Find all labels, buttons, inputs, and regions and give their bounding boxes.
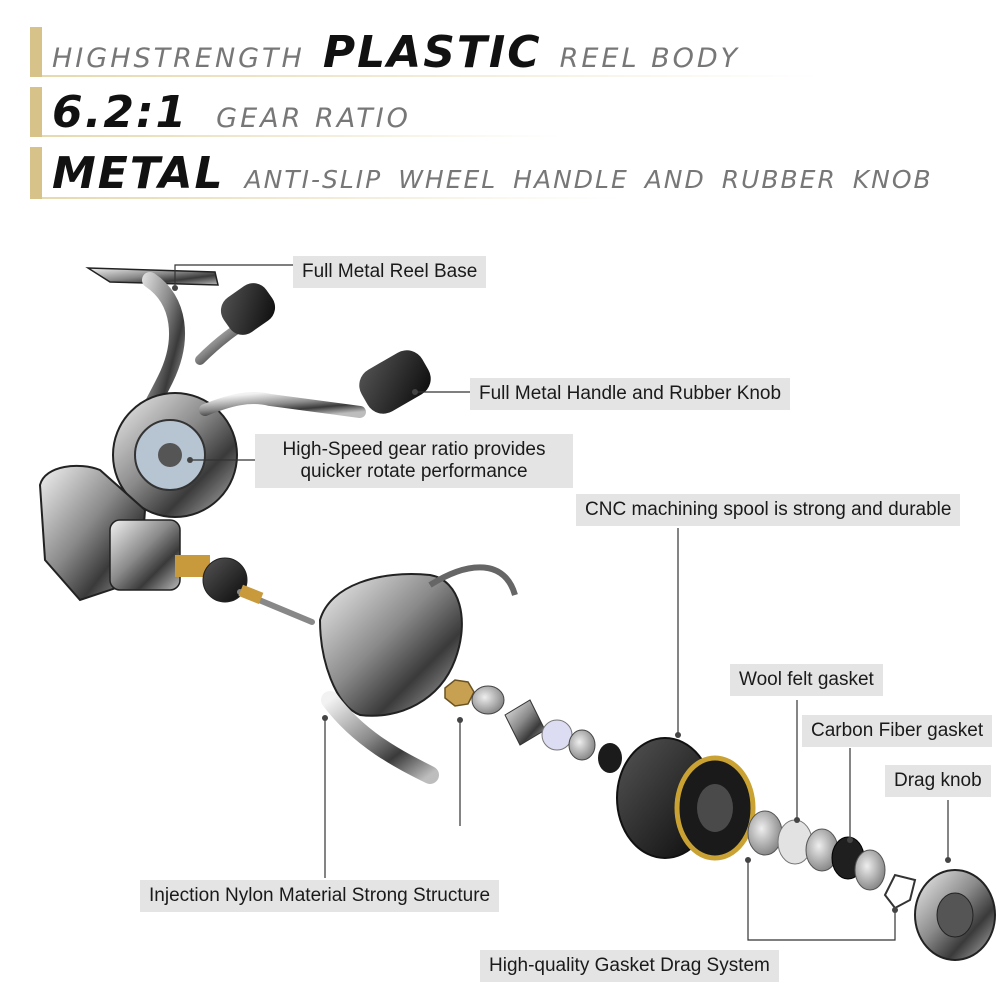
rubber-ring-shape (598, 743, 622, 773)
header-text: GEAR RATIO (216, 102, 411, 134)
rotor-shaft-illustration (38, 464, 315, 625)
gold-underline (42, 197, 622, 199)
spool-hole-shape (697, 784, 733, 832)
brass-collar-shape (238, 584, 264, 605)
clip-shape (504, 699, 546, 746)
drag-washers-illustration (747, 810, 917, 910)
gold-underline (42, 135, 562, 137)
label-drag-system: High-quality Gasket Drag System (480, 950, 779, 982)
gold-accent-bar (30, 147, 42, 199)
label-nylon-structure: Injection Nylon Material Strong Structur… (140, 880, 500, 912)
header-emphasis: PLASTIC (322, 26, 542, 78)
bearing-shape (202, 557, 248, 603)
brass-bushing-shape (175, 555, 210, 577)
spring-clip-shape (883, 873, 917, 910)
label-wool-gasket: Wool felt gasket (730, 664, 883, 696)
leader-lines (174, 264, 949, 941)
leader-dots (172, 285, 951, 913)
label-gear-ratio: High-Speed gear ratio provides quicker r… (255, 434, 573, 488)
header-emphasis: METAL (52, 147, 225, 199)
header-text: ANTI-SLIP WHEEL HANDLE AND RUBBER KNOB (244, 164, 933, 194)
leader-drag-system (747, 860, 896, 941)
header-text: HIGHSTRENGTH (52, 42, 305, 74)
header-line-plastic-body: HIGHSTRENGTH PLASTIC REEL BODY (30, 26, 822, 78)
hex-nut-shape (444, 679, 475, 707)
label-gear-line2: quicker rotate performance (300, 461, 528, 482)
gold-accent-bar (30, 27, 42, 77)
drag-knob-center-shape (936, 892, 974, 938)
bail-wire-shape (428, 564, 518, 596)
handle-arm-shape (199, 392, 366, 418)
metal-washer-shape (854, 849, 886, 891)
label-handle-knob: Full Metal Handle and Rubber Knob (470, 378, 791, 410)
pinion-shape (109, 519, 181, 591)
rubber-knob-shape (220, 283, 276, 335)
header-line-metal-handle: METAL ANTI-SLIP WHEEL HANDLE AND RUBBER … (30, 147, 933, 199)
label-gear-line1: High-Speed gear ratio provides (282, 439, 546, 460)
header-emphasis: 6.2:1 (52, 86, 189, 138)
drag-knob-illustration (914, 869, 996, 961)
bail-cup-shape (318, 573, 463, 717)
small-parts-illustration (444, 679, 622, 773)
gold-accent-bar (30, 87, 42, 137)
gear-hub-shape (158, 443, 182, 467)
bearing-ring-shape (568, 729, 596, 761)
reel-body-illustration (85, 267, 431, 518)
rubber-knob-shape (359, 350, 431, 414)
bail-frame-illustration (318, 564, 518, 784)
header-text: REEL BODY (559, 42, 741, 74)
header-line-gear-ratio: 6.2:1 GEAR RATIO (30, 86, 562, 138)
label-carbon-gasket: Carbon Fiber gasket (802, 715, 993, 747)
washer-shape (471, 685, 505, 715)
bail-arm-shape (321, 691, 439, 784)
label-drag-knob: Drag knob (885, 765, 991, 797)
spool-illustration (616, 737, 756, 861)
label-spool: CNC machining spool is strong and durabl… (576, 494, 961, 526)
label-reel-base: Full Metal Reel Base (293, 256, 487, 288)
metal-washer-shape (747, 810, 783, 856)
leader-reel-base (174, 264, 293, 285)
washer-shape (541, 719, 573, 751)
gold-underline (42, 75, 822, 77)
